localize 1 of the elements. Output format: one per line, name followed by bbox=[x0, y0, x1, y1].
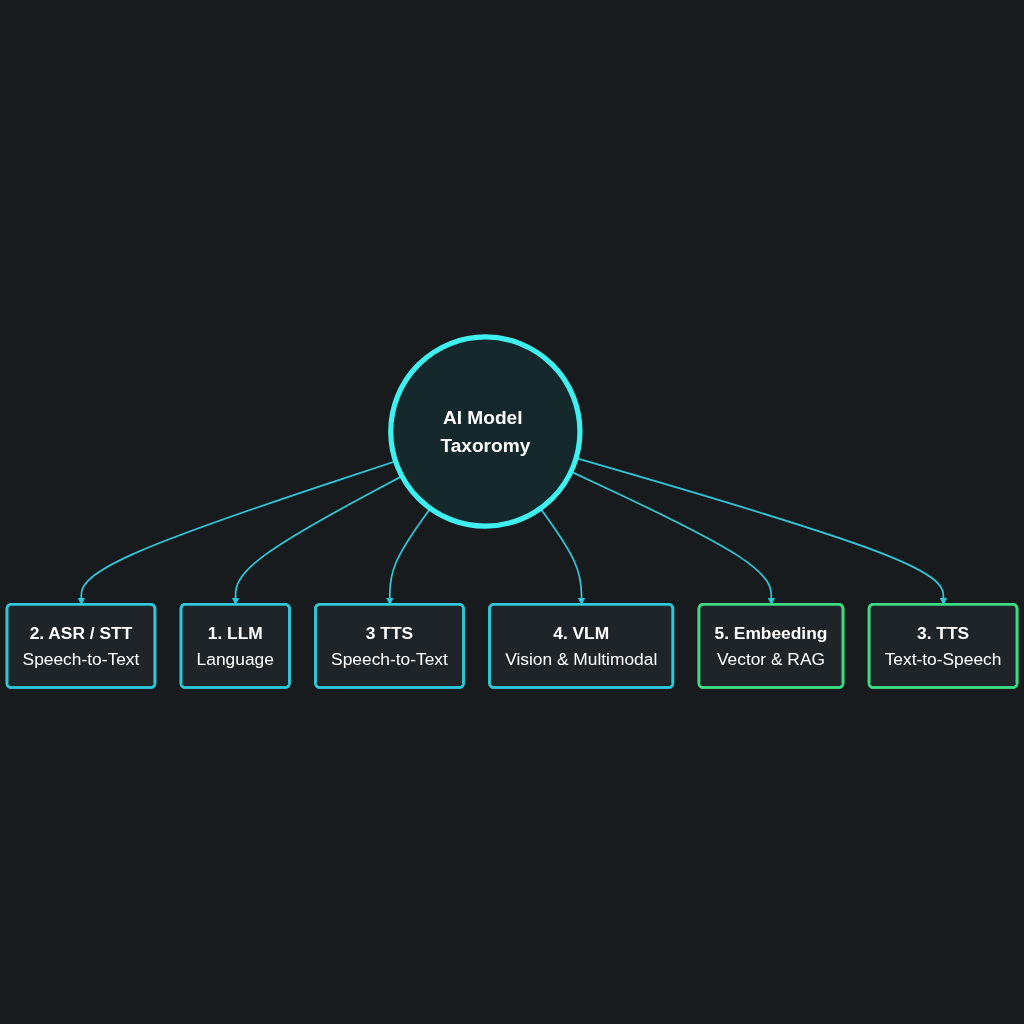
node-circle: AI Model Taxoromy bbox=[388, 334, 583, 529]
